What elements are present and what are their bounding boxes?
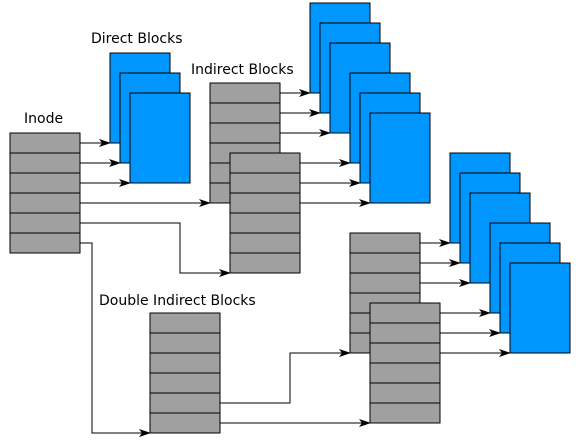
second-level-block-front (369, 302, 441, 424)
inode-pointer-cell (9, 232, 81, 254)
indirect-back-arrows (280, 89, 331, 137)
indirect-data-block-stack-top (309, 2, 431, 204)
indirect-block-front (229, 152, 301, 274)
inode-pointer-cell (9, 132, 81, 154)
inode-label: Inode (24, 111, 63, 127)
indirect-front-arrows (300, 159, 371, 207)
double-indirect-data-block-stack (449, 152, 571, 354)
indirect-blocks-label: Indirect Blocks (191, 62, 294, 78)
inode-pointer-cell (9, 152, 81, 174)
inode-arrows (80, 139, 231, 437)
double-indirect-blocks-label: Double Indirect Blocks (99, 293, 256, 309)
direct-block-stack (109, 52, 191, 184)
inode-pointer-cell (9, 172, 81, 194)
inode-pointer-cell (9, 192, 81, 214)
double-indirect-block (149, 312, 221, 434)
data-block (369, 112, 431, 204)
double-indirect-arrows (220, 349, 371, 427)
second-level-front-arrows (440, 309, 511, 357)
second-level-back-arrows (420, 239, 471, 287)
inode-table (9, 132, 81, 254)
data-block (509, 262, 571, 354)
direct-block (129, 92, 191, 184)
inode-pointer-cell (9, 212, 81, 234)
direct-blocks-label: Direct Blocks (91, 31, 183, 47)
